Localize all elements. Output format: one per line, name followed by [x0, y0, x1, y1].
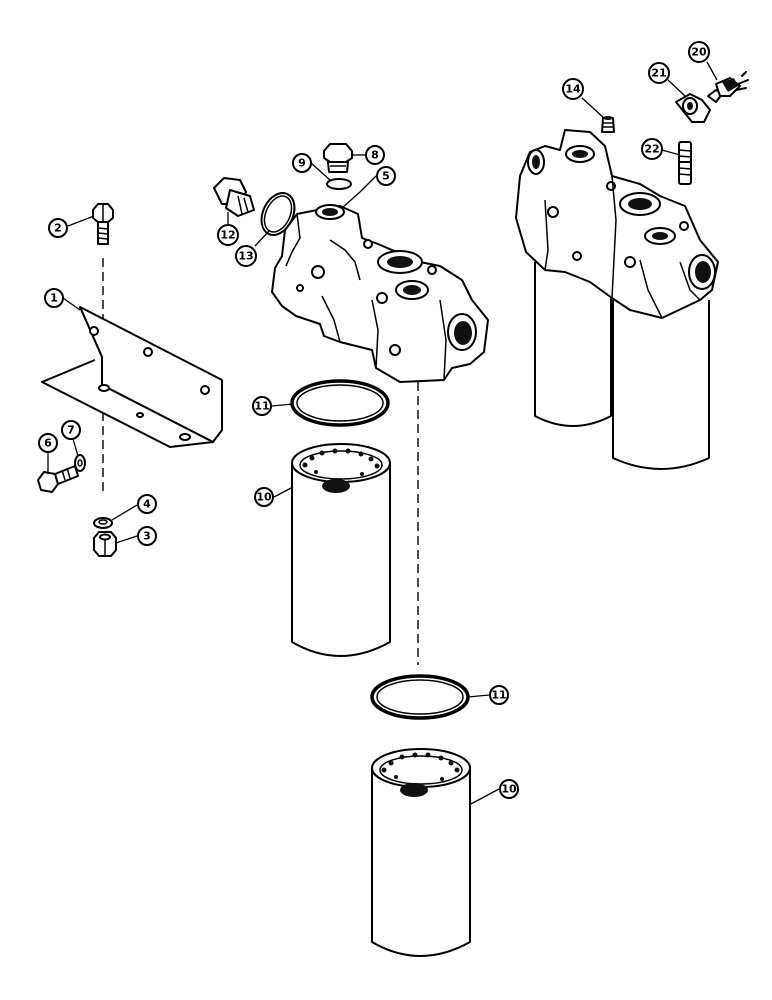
callout-label: 12 — [220, 229, 235, 242]
filter-cartridge-icon — [291, 443, 391, 657]
stud-icon — [678, 141, 692, 185]
callout-label: 20 — [691, 46, 707, 59]
callout-label: 21 — [651, 67, 666, 80]
assembled-filter-icon — [515, 129, 719, 470]
callout-label: 14 — [565, 83, 581, 96]
callout-label: 10 — [256, 491, 272, 504]
callout-21: 21 — [648, 62, 670, 84]
callout-label: 3 — [143, 530, 151, 543]
seal-ring-icon — [370, 674, 470, 720]
callout-label: 2 — [54, 222, 62, 235]
callout-10-lower: 10 — [499, 779, 519, 799]
leader-lines — [47, 61, 718, 806]
lock-washer-icon — [74, 454, 86, 472]
callout-22: 22 — [641, 138, 663, 160]
callout-13: 13 — [235, 245, 257, 267]
callout-label: 1 — [50, 292, 58, 305]
callout-label: 22 — [644, 143, 659, 156]
plug-icon — [323, 143, 353, 173]
callout-label: 8 — [371, 149, 379, 162]
switch-icon — [707, 71, 749, 103]
callout-20: 20 — [688, 41, 710, 63]
callout-3: 3 — [137, 526, 157, 546]
callout-8: 8 — [365, 145, 385, 165]
callout-14: 14 — [562, 78, 584, 100]
seal-ring-icon — [290, 379, 390, 427]
callout-label: 5 — [382, 170, 390, 183]
callout-12: 12 — [217, 224, 239, 246]
callout-1: 1 — [44, 288, 64, 308]
callout-6: 6 — [38, 433, 58, 453]
callout-2: 2 — [48, 218, 68, 238]
callout-4: 4 — [137, 494, 157, 514]
callout-label: 10 — [501, 783, 517, 796]
callout-label: 11 — [491, 689, 506, 702]
callout-label: 13 — [238, 250, 253, 263]
set-screw-icon — [601, 116, 615, 133]
callout-10-upper: 10 — [254, 487, 274, 507]
callout-5: 5 — [376, 166, 396, 186]
bolt-icon — [92, 203, 114, 245]
callout-11-upper: 11 — [252, 396, 272, 416]
bracket-icon — [41, 306, 223, 448]
callout-label: 9 — [298, 157, 306, 170]
o-ring-icon — [326, 178, 352, 190]
callout-label: 4 — [143, 498, 151, 511]
lock-washer-icon — [93, 517, 113, 529]
filter-cartridge-icon — [371, 748, 471, 957]
hex-nut-icon — [93, 531, 117, 557]
callout-11-lower: 11 — [489, 685, 509, 705]
callout-label: 6 — [44, 437, 52, 450]
elbow-fitting-icon — [675, 93, 711, 123]
bolt-icon — [37, 465, 79, 493]
callout-9: 9 — [292, 153, 312, 173]
callout-7: 7 — [61, 420, 81, 440]
filter-head-icon — [271, 204, 489, 383]
plug-icon — [213, 177, 255, 217]
callout-label: 7 — [67, 424, 75, 437]
callout-label: 11 — [254, 400, 269, 413]
